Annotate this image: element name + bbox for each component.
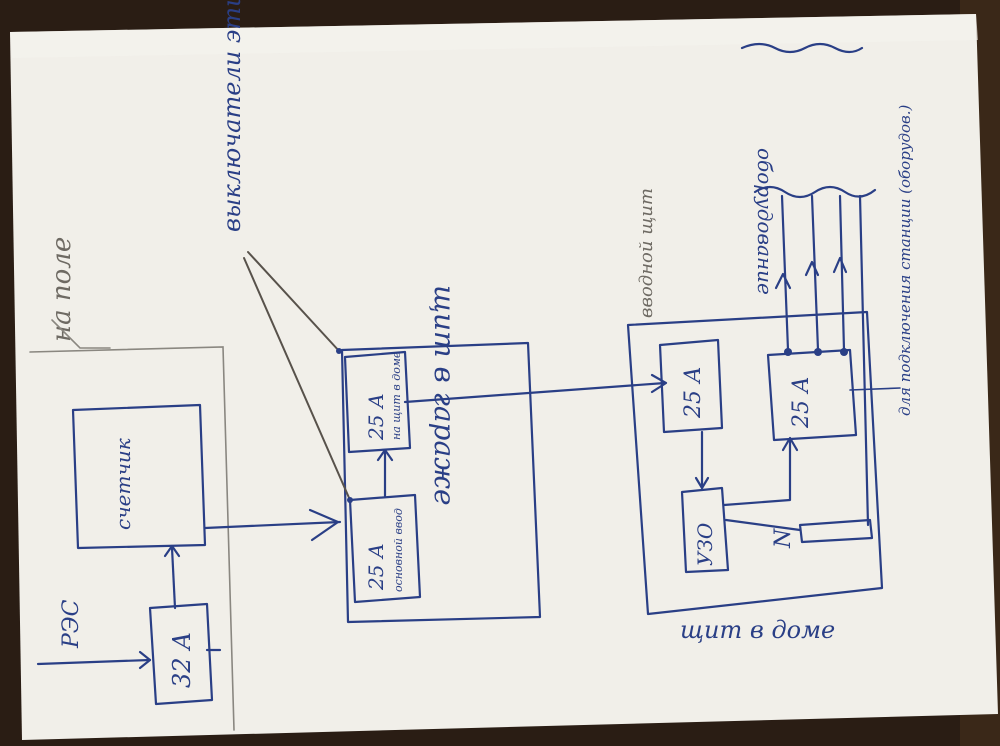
output-line-3 [838,194,846,352]
garage-to-house-line [403,381,667,404]
garage-breaker-top[interactable] [343,350,412,454]
meter-box[interactable] [71,403,207,550]
house-breaker-right[interactable] [766,348,858,442]
wavy-break-bottom [753,185,877,199]
paper-sheet [10,14,998,740]
res-input-line [36,658,152,666]
connection-note: для подключения станции (оборудов.) [896,104,914,416]
switch-leader-bottom [243,257,351,501]
house-panel-label: щит в доме [680,616,835,644]
res-label: РЭС [59,599,84,649]
meter-to-garage-line [203,520,342,530]
garage-breaker-bottom[interactable] [348,493,422,604]
neutral-output-line [858,194,870,527]
garage-panel[interactable] [340,341,542,624]
house-breaker-left-label: 25 А [681,366,706,419]
output-line-1 [780,194,790,352]
house-breaker-right-label: 25 А [789,376,814,429]
wavy-break-top [740,42,864,54]
house-breaker-left[interactable] [658,338,724,434]
garage-breaker-bottom-label: 25 А [364,543,388,591]
rcd-to-breaker-right-line [722,438,792,507]
pole-label: на поле [47,237,77,342]
main-breaker-label: 32 А [168,632,196,688]
switch-leader-top [247,251,341,353]
pole-frame [29,346,235,731]
garage-panel-label: щит в гараже [428,285,461,506]
switches-note: выключатели эти [218,0,246,232]
garage-breaker-top-label: 25 А [364,393,388,441]
equipment-label: оборудование [753,148,777,295]
garage-breaker-bottom-sub: основной ввод [392,508,405,592]
intro-cable-label: вводной щит [636,188,657,318]
rcd-label: УЗО [693,523,717,566]
neutral-label: N [771,528,796,549]
rcd-to-neutral-line [724,518,802,532]
garage-breaker-top-sub: на щит в доме [390,351,403,440]
breaker-to-meter-line [170,546,177,610]
neutral-bar[interactable] [798,518,874,544]
output-line-2 [810,194,820,352]
rcd-box[interactable] [680,486,730,574]
main-breaker-32a[interactable] [148,602,214,706]
meter-label: счетчик [111,438,135,530]
